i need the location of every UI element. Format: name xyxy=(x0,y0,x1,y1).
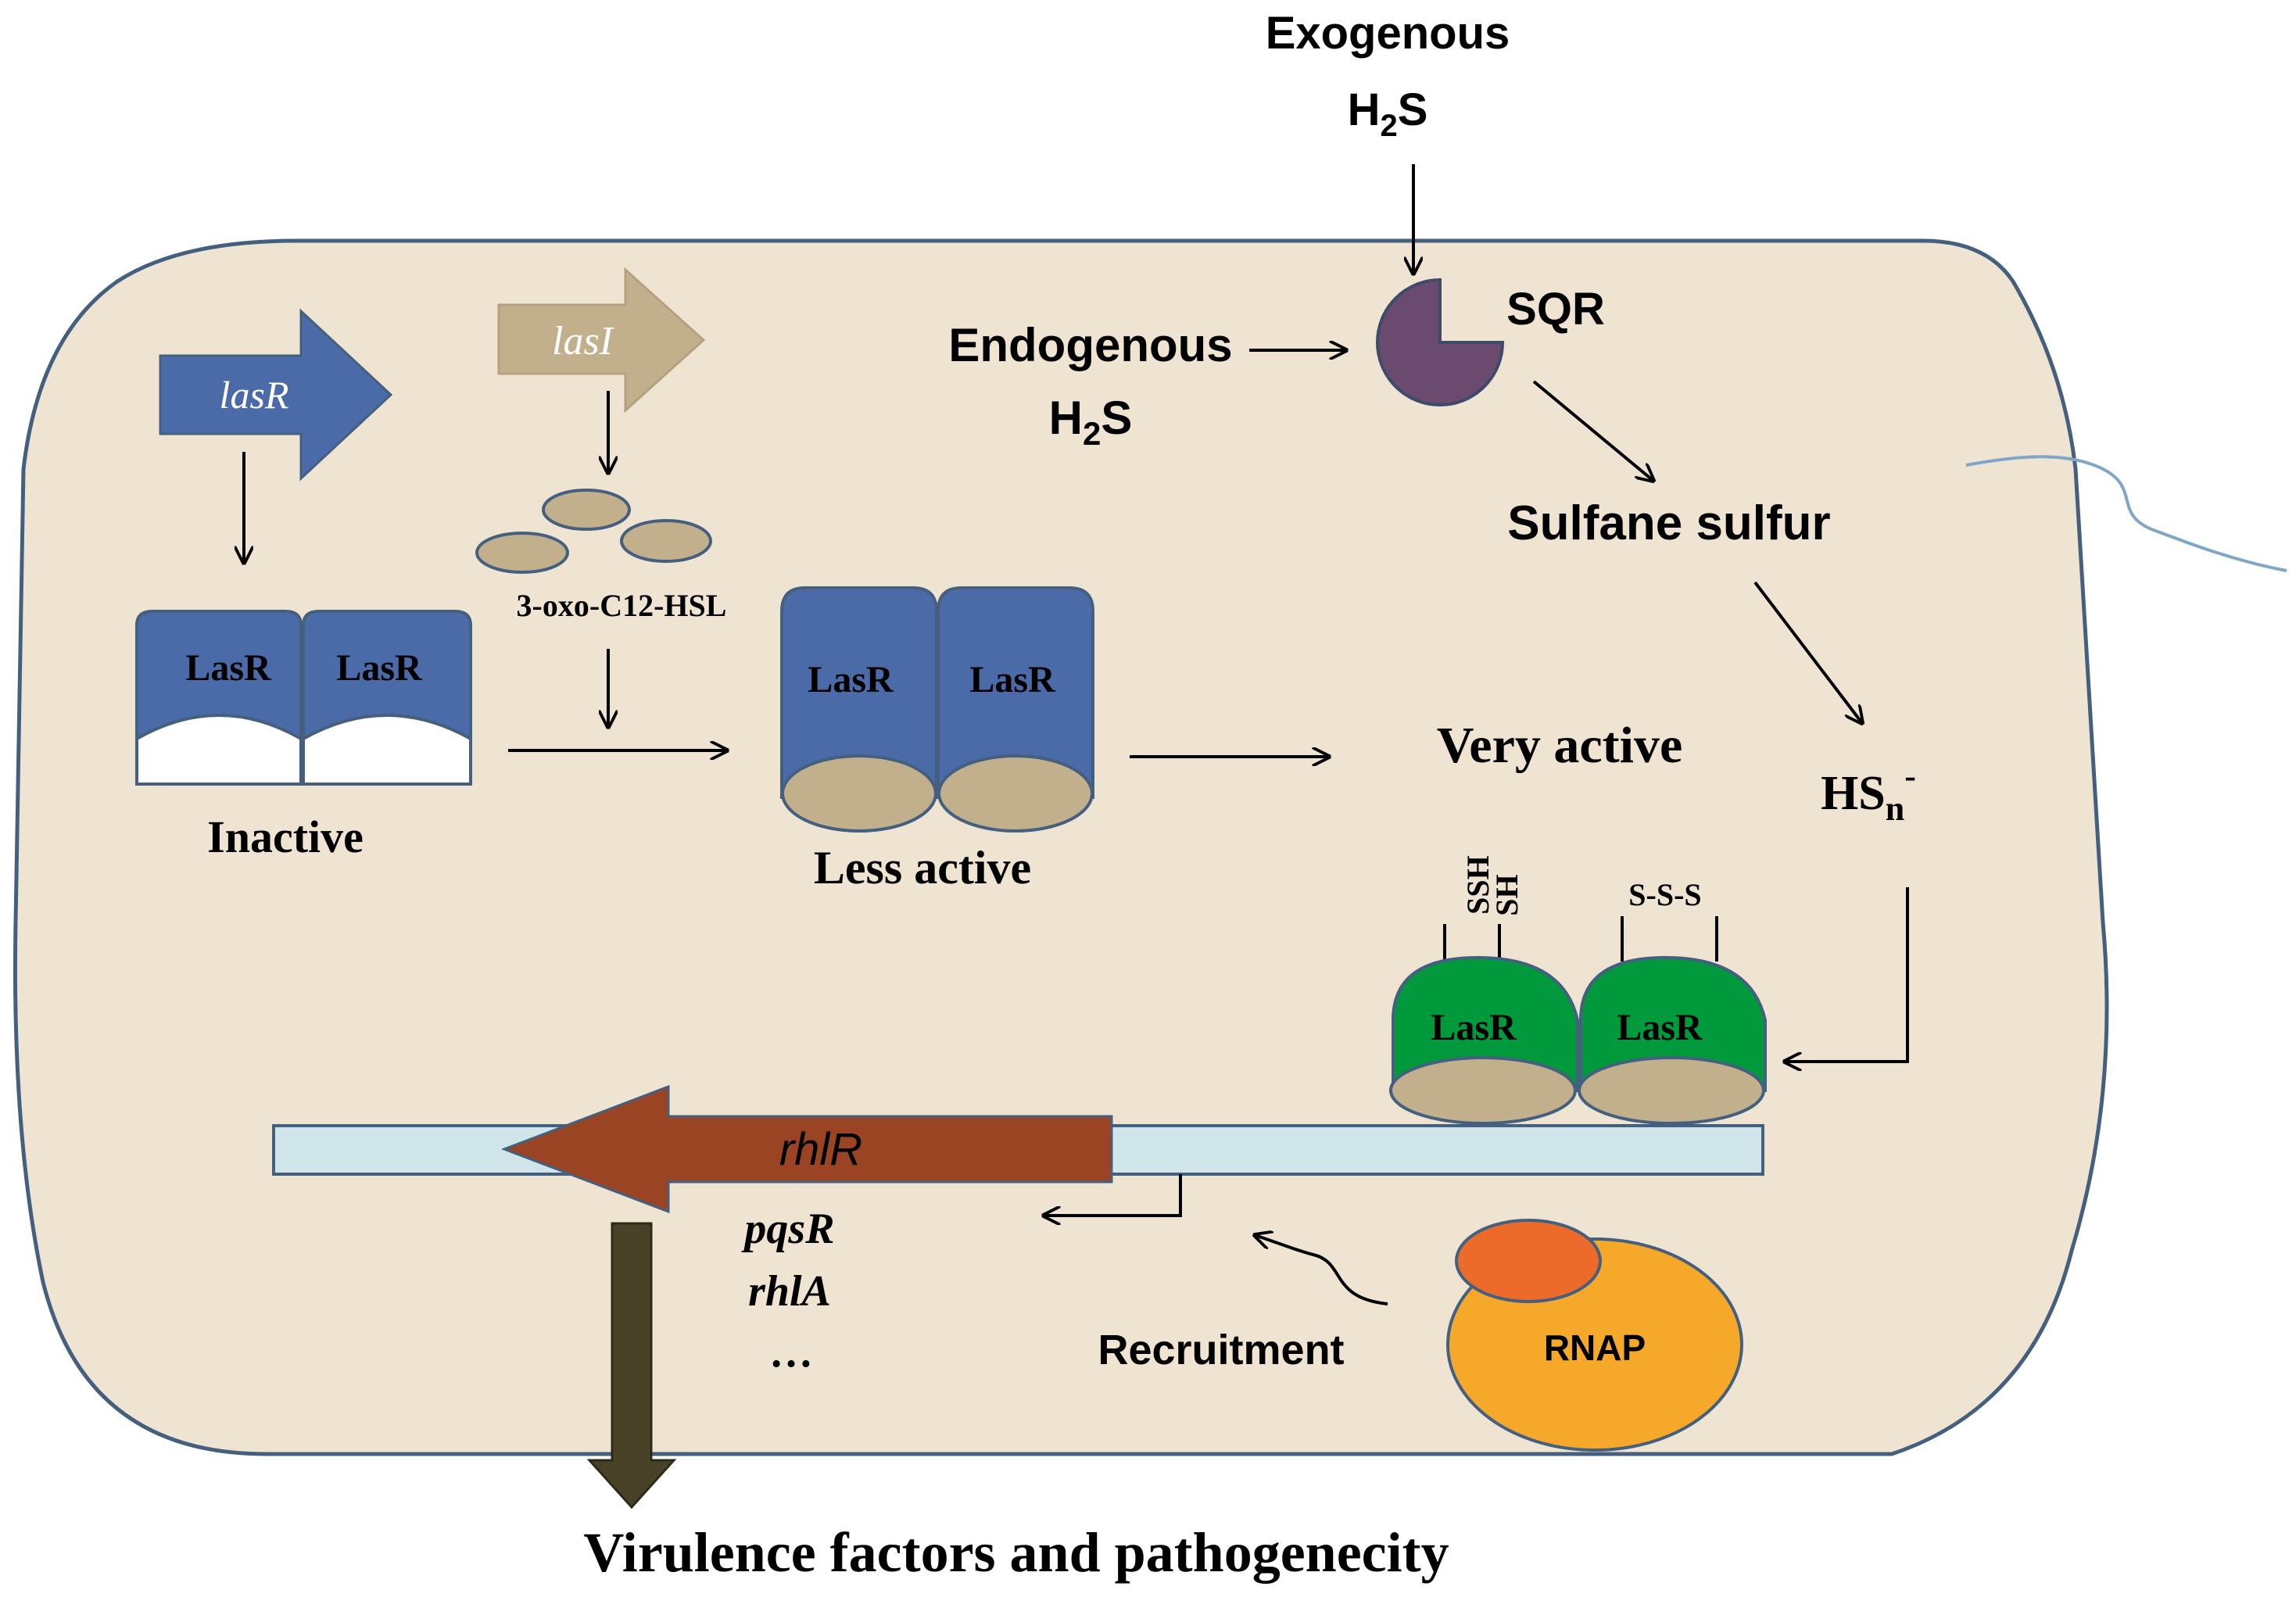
sss-modification: S-S-S xyxy=(1628,877,1701,912)
endogenous-h2s: H2S xyxy=(1049,392,1133,452)
less-active-lasr-dimer: LasR LasR xyxy=(780,586,1094,833)
inactive-lasr-left-label: LasR xyxy=(185,647,272,689)
very-active-lasr-left xyxy=(1392,955,1579,1092)
hsl-molecule xyxy=(475,532,569,574)
polysulfide-label: HSn- xyxy=(1821,757,1916,828)
target-gene-rhlA: rhlA xyxy=(748,1267,831,1316)
exogenous-label: Exogenous xyxy=(1266,8,1510,59)
very-active-lasr-left-ligand xyxy=(1389,1056,1577,1125)
very-active-lasr-dimer: LasR LasR xyxy=(1389,955,1767,1125)
rnap-label: RNAP xyxy=(1544,1327,1646,1368)
very-active-lasr-right-ligand xyxy=(1578,1056,1765,1125)
sulfane-sulfur-label: Sulfane sulfur xyxy=(1507,496,1830,550)
inactive-caption: Inactive xyxy=(207,811,364,862)
lasR-gene-arrow xyxy=(159,308,393,482)
sulfane-to-hsn-arrow xyxy=(1753,581,1862,723)
very-active-caption: Very active xyxy=(1437,717,1683,774)
very-active-lasr-right-label: LasR xyxy=(1617,1007,1703,1048)
target-gene-ellipsis: … xyxy=(769,1328,813,1377)
recruitment-label: Recruitment xyxy=(1098,1327,1344,1373)
less-active-lasr-right xyxy=(937,586,1094,799)
ssh-modification: SSH xyxy=(1460,855,1495,915)
exogenous-h2s: H2S xyxy=(1348,84,1428,143)
hsl-molecule xyxy=(620,519,712,563)
flagellum xyxy=(1965,455,2287,572)
target-gene-pqsR: pqsR xyxy=(741,1205,834,1253)
very-active-lasr-left-label: LasR xyxy=(1431,1007,1517,1048)
sqr-enzyme-shape xyxy=(1376,278,1505,406)
rhlR-gene-arrow xyxy=(500,1084,1113,1214)
lasI-gene-label: lasI xyxy=(552,319,615,364)
hsl-molecule xyxy=(542,489,631,531)
inactive-lasr-right-label: LasR xyxy=(336,647,423,689)
virulence-output-label: Virulence factors and pathogenecity xyxy=(583,1521,1449,1584)
sqr-label: SQR xyxy=(1506,284,1605,335)
lasI-gene-arrow xyxy=(497,267,706,414)
sqr-to-sulfane-arrow xyxy=(1532,380,1653,481)
rhlR-gene-label: rhlR xyxy=(779,1124,862,1175)
endogenous-label: Endogenous xyxy=(948,319,1232,371)
transcription-start-arrow xyxy=(1044,1174,1182,1216)
hsl-label: 3-oxo-C12-HSL xyxy=(517,588,727,623)
sh-modification: SH xyxy=(1489,874,1524,915)
lasR-gene-label: lasR xyxy=(220,373,289,417)
inactive-lasr-left-pocket xyxy=(135,714,303,786)
virulence-output-arrow xyxy=(586,1222,677,1510)
inactive-lasr-dimer: LasR LasR xyxy=(135,610,472,786)
less-active-lasr-right-ligand xyxy=(937,754,1094,833)
very-active-lasr-right xyxy=(1579,955,1767,1092)
hsn-to-lasr-arrow xyxy=(1785,887,1909,1062)
less-active-lasr-right-label: LasR xyxy=(969,659,1056,700)
less-active-lasr-left xyxy=(780,586,938,799)
less-active-lasr-left-ligand xyxy=(781,754,937,833)
less-active-lasr-left-label: LasR xyxy=(808,659,894,700)
less-active-caption: Less active xyxy=(814,842,1031,894)
recruitment-arrow xyxy=(1255,1235,1388,1305)
rnap-sigma-subunit xyxy=(1455,1219,1602,1303)
inactive-lasr-right-pocket xyxy=(302,714,472,786)
